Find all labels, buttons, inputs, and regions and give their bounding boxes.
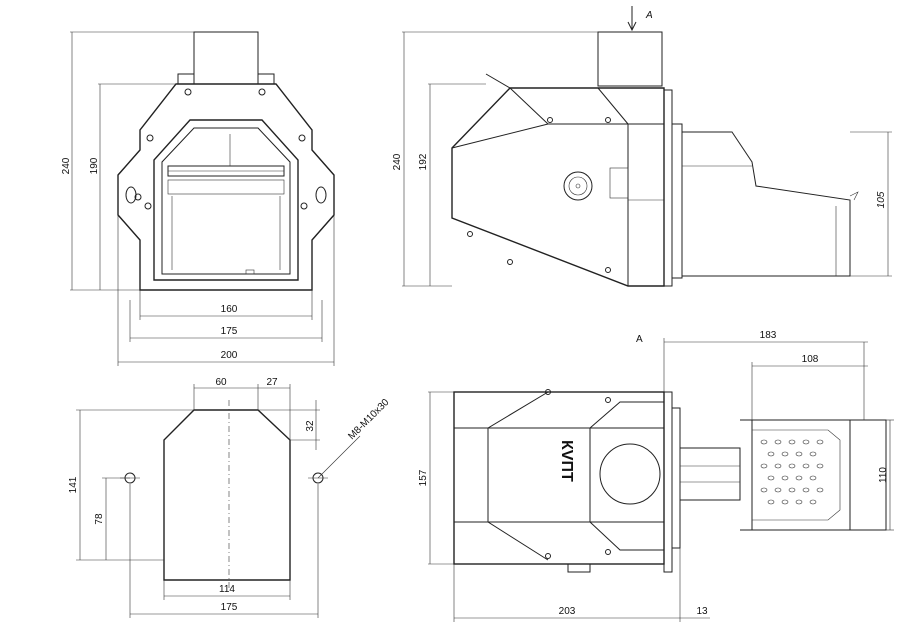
top-flange-label: 13 — [696, 606, 708, 617]
front-width-inner-label: 160 — [221, 304, 238, 315]
top-grate-width-label: 110 — [878, 467, 889, 483]
top-length-burner-label: 183 — [760, 330, 777, 341]
flange-view: 60 27 32 141 78 114 175 M8-M10x30 — [68, 377, 392, 618]
flange-hole-spacing-label: 175 — [221, 602, 238, 613]
top-height-label: 157 — [418, 469, 429, 486]
front-view: 240 190 160 175 200 — [61, 31, 335, 366]
front-height-total-label: 240 — [61, 157, 72, 174]
flange-bolt-offset-label: 32 — [305, 420, 316, 432]
side-height-total-label: 240 — [392, 153, 403, 170]
front-width-total-label: 200 — [221, 350, 238, 361]
top-length-grate-label: 108 — [802, 354, 819, 365]
flange-bolt-spec-label: M8-M10x30 — [346, 397, 391, 442]
grate-holes — [760, 439, 824, 505]
top-view: A КVПТ — [418, 330, 894, 622]
side-burner-height-label: 105 — [876, 191, 887, 208]
flange-bottom-width-label: 114 — [219, 584, 235, 595]
front-height-inner-label: 190 — [89, 157, 100, 174]
top-body-length-label: 203 — [559, 606, 576, 617]
flange-width-top-label: 60 — [215, 377, 227, 388]
flange-height-label: 141 — [68, 476, 79, 493]
side-view: A 240 1 — [392, 6, 892, 287]
brand-label: КVПТ — [558, 440, 575, 482]
side-height-inner-label: 192 — [418, 153, 429, 170]
flange-offset-label: 27 — [266, 377, 278, 388]
front-width-mid-label: 175 — [221, 326, 238, 337]
side-view-marker: A — [645, 10, 653, 21]
flange-hole-height-label: 78 — [94, 513, 105, 525]
top-section-marker: A — [636, 334, 643, 345]
